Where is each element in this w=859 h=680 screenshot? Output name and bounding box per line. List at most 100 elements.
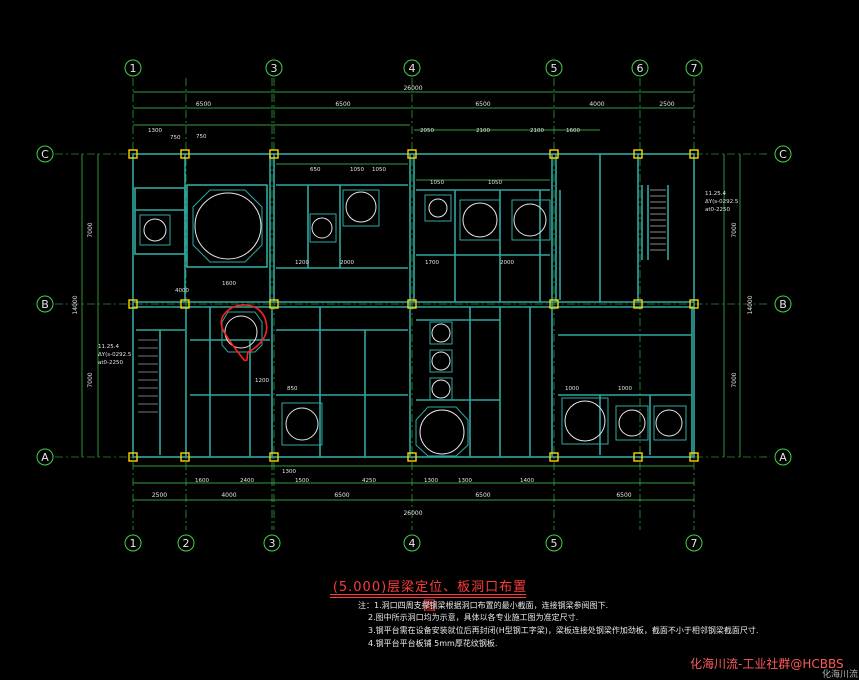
- label: 1300: [424, 478, 438, 484]
- label: 750: [170, 135, 181, 141]
- axis-bubble-bottom-label: 5: [551, 537, 558, 550]
- dimension-label: 6500: [334, 492, 349, 499]
- axis-bubble-top-label: 6: [637, 62, 644, 75]
- axis-bubble-right-circle: [774, 145, 792, 163]
- axis-bubble-top-circle: [124, 59, 142, 77]
- axis-bubble-right-circle: [774, 448, 792, 466]
- dimension-label: 2500: [659, 101, 674, 108]
- axis-bubble-top-circle: [685, 59, 703, 77]
- watermark: 化海川流-工业社群@HCBBS: [690, 657, 844, 671]
- label: 650: [310, 167, 321, 173]
- interior-labels: 1300 750 750 2050 2100 2100 1600 650 105…: [98, 128, 739, 484]
- axis-bubble-top-circle: [545, 59, 563, 77]
- label: 1600: [195, 478, 209, 484]
- note-4: 4.钢平台平台板铺 5mm厚花纹钢板.: [368, 639, 498, 648]
- column-marker: [633, 452, 643, 462]
- label: 4000: [175, 288, 189, 294]
- stair-hatch: [138, 189, 666, 413]
- column-marker: [180, 149, 190, 159]
- label: 1700: [425, 260, 439, 266]
- axis-bubble-right-circle: [774, 295, 792, 313]
- label: 1300: [458, 478, 472, 484]
- label: 1400: [520, 478, 534, 484]
- beam-label: at0-2250: [98, 360, 124, 366]
- beam-label: at0-2250: [705, 207, 731, 213]
- column-marker: [689, 149, 699, 159]
- column-marker: [128, 299, 138, 309]
- axis-bubble-right-label: A: [779, 451, 787, 464]
- axis-bubble-bottom-circle: [177, 534, 195, 552]
- axis-bubble-top-circle: [631, 59, 649, 77]
- drawing-title: (5.000)层梁定位、板洞口布置图: [332, 580, 528, 614]
- grid-axis-lines: [55, 78, 770, 530]
- label: 1000: [618, 386, 632, 392]
- label: 1200: [295, 260, 309, 266]
- column-marker: [128, 452, 138, 462]
- columns: [128, 149, 699, 462]
- dimension-label: 7000: [87, 372, 94, 387]
- dimension-label: 26000: [403, 85, 422, 92]
- axis-bubble-bottom-circle: [124, 534, 142, 552]
- axis-bubble-left-label: A: [41, 451, 49, 464]
- axis-bubble-left-label: C: [41, 148, 49, 161]
- column-marker: [407, 149, 417, 159]
- column-marker: [689, 452, 699, 462]
- label: 1600: [222, 281, 236, 287]
- label: 2400: [240, 478, 254, 484]
- dimension-label: 14000: [747, 295, 754, 314]
- title-underline: [330, 597, 526, 598]
- beam-label: 11.25.4: [98, 344, 119, 350]
- dimension-label: 4000: [221, 492, 236, 499]
- label: 2100: [476, 128, 490, 134]
- axis-bubble-top-label: 4: [409, 62, 416, 75]
- column-marker: [549, 452, 559, 462]
- dimension-label: 6500: [475, 492, 490, 499]
- axis-bubble-top-circle: [265, 59, 283, 77]
- dimension-label: 14000: [72, 295, 79, 314]
- dimension-label: 2500: [152, 492, 167, 499]
- axis-bubble-top-label: 5: [551, 62, 558, 75]
- axis-bubble-left-circle: [36, 145, 54, 163]
- axis-bubble-bottom-circle: [685, 534, 703, 552]
- note-2: 2.图中所示洞口均为示意，具体以各专业施工图为准定尺寸.: [368, 613, 579, 622]
- openings: [139, 189, 687, 457]
- column-marker: [407, 452, 417, 462]
- column-marker: [407, 299, 417, 309]
- label: 850: [287, 386, 298, 392]
- red-markup-annotation: [220, 304, 268, 362]
- label: 1050: [430, 180, 444, 186]
- dimension-label: 26000: [403, 510, 422, 517]
- axis-bubble-bottom-circle: [263, 534, 281, 552]
- dimension-label: 6500: [335, 101, 350, 108]
- beam-label: 11.25.4: [705, 191, 726, 197]
- axis-bubble-top-label: 1: [130, 62, 137, 75]
- column-marker: [633, 149, 643, 159]
- column-marker: [269, 149, 279, 159]
- column-marker: [128, 149, 138, 159]
- column-marker: [269, 452, 279, 462]
- label: 1050: [372, 167, 386, 173]
- axis-bubble-left-label: B: [41, 298, 49, 311]
- axis-bubble-left-circle: [36, 295, 54, 313]
- axis-bubble-bottom-label: 1: [130, 537, 137, 550]
- label: 1000: [565, 386, 579, 392]
- dimension-label: 6500: [196, 101, 211, 108]
- dimension-text: 26000 6500 6500 6500 4000 2500 26000 2500 4000 65…: [72, 85, 754, 517]
- axis-bubble-top-circle: [403, 59, 421, 77]
- axis-bubble-bottom-label: 2: [183, 537, 190, 550]
- label: 2100: [530, 128, 544, 134]
- note-3: 3.钢平台需在设备安装就位后再封闭(H型钢工字梁)，梁板连接处钢梁作加劲板，截面…: [368, 626, 759, 635]
- label: 750: [196, 134, 207, 140]
- watermark-small: 化海川流: [822, 670, 859, 680]
- axis-bubble-right-label: C: [779, 148, 787, 161]
- label: 1050: [488, 180, 502, 186]
- label: 1300: [148, 128, 162, 134]
- note-1: 注：1.洞口四周支撑钢梁根据洞口布置的最小截面，连接钢梁参阅图下.: [358, 601, 609, 610]
- dimension-label: 6500: [475, 101, 490, 108]
- label: 2050: [420, 128, 434, 134]
- dimension-label: 6500: [616, 492, 631, 499]
- dimension-label: 7000: [87, 222, 94, 237]
- column-marker: [549, 149, 559, 159]
